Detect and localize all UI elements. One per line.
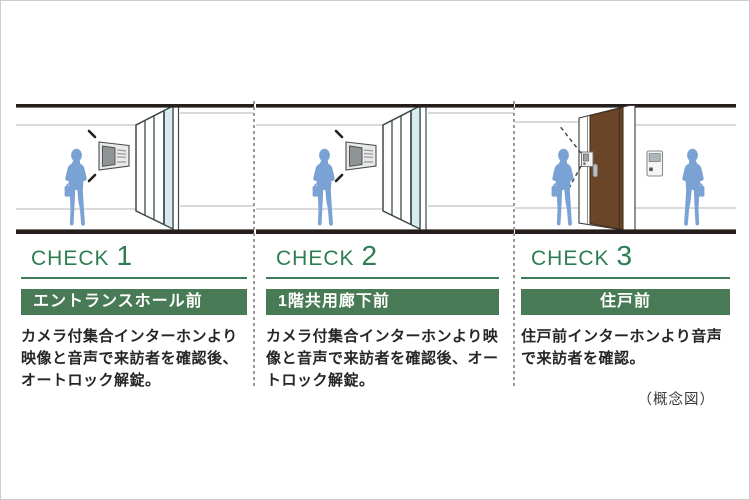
floor-line bbox=[16, 229, 254, 234]
check-label: CHECK bbox=[31, 247, 110, 270]
check-3-location-banner: 住戸前 bbox=[521, 289, 730, 315]
check-3-description: 住戸前インターホンより音声で来訪者を確認。 bbox=[521, 328, 723, 367]
check-1-location-banner: エントランスホール前 bbox=[21, 289, 247, 315]
corridor-illustration bbox=[256, 104, 514, 234]
visitor-person-icon bbox=[550, 148, 575, 227]
glass-autolock-door-icon bbox=[135, 104, 174, 231]
check-number: 3 bbox=[616, 240, 633, 271]
check-2-section: CHECK 2 1階共用廊下前 カメラ付集合インターホンより映像と音声で来訪者を… bbox=[266, 240, 499, 392]
signal-mark-icon bbox=[334, 173, 344, 183]
resident-person-icon bbox=[681, 148, 706, 227]
entrance-hall-scene bbox=[16, 104, 254, 234]
first-floor-corridor-scene bbox=[256, 104, 514, 234]
check-1-description: カメラ付集合インターホンより映像と音声で来訪者を確認後、オートロック解錠。 bbox=[21, 328, 239, 389]
door-intercom-icon bbox=[581, 151, 594, 167]
ceiling-line bbox=[256, 104, 514, 108]
check-number: 1 bbox=[116, 240, 133, 271]
check-3-heading: CHECK 3 bbox=[521, 240, 730, 279]
glass-autolock-door-icon bbox=[382, 104, 421, 231]
conceptual-diagram-note: （概念図） bbox=[637, 392, 715, 408]
signal-mark-icon bbox=[87, 129, 97, 139]
check-label: CHECK bbox=[531, 247, 610, 270]
check-1-heading: CHECK 1 bbox=[21, 240, 247, 279]
check-3-section: CHECK 3 住戸前 住戸前インターホンより音声で来訪者を確認。 bbox=[521, 240, 730, 370]
panel-separator bbox=[513, 101, 515, 389]
check-2-description: カメラ付集合インターホンより映像と音声で来訪者を確認後、オートロック解錠。 bbox=[266, 328, 499, 389]
signal-mark-icon bbox=[87, 173, 97, 183]
signal-mark-icon bbox=[334, 129, 344, 139]
dwelling-entrance-illustration bbox=[515, 104, 736, 234]
camera-intercom-icon bbox=[87, 129, 130, 183]
visitor-person-icon bbox=[63, 148, 88, 227]
dwelling-door-icon bbox=[578, 104, 636, 232]
ceiling-line bbox=[515, 104, 736, 108]
dwelling-entrance-scene bbox=[515, 104, 736, 234]
check-1-section: CHECK 1 エントランスホール前 カメラ付集合インターホンより映像と音声で来… bbox=[21, 240, 247, 392]
entrance-hall-illustration bbox=[16, 104, 254, 234]
check-number: 2 bbox=[361, 240, 378, 271]
check-2-heading: CHECK 2 bbox=[266, 240, 499, 279]
ceiling-line bbox=[16, 104, 254, 108]
floor-line bbox=[515, 229, 736, 234]
interior-monitor-icon bbox=[646, 150, 664, 177]
visitor-person-icon bbox=[311, 148, 336, 227]
check-2-location-banner: 1階共用廊下前 bbox=[266, 289, 499, 315]
floor-line bbox=[256, 229, 514, 234]
camera-intercom-icon bbox=[334, 129, 377, 183]
door-handle-icon bbox=[592, 163, 598, 178]
check-label: CHECK bbox=[276, 247, 355, 270]
panel-separator bbox=[253, 101, 255, 389]
